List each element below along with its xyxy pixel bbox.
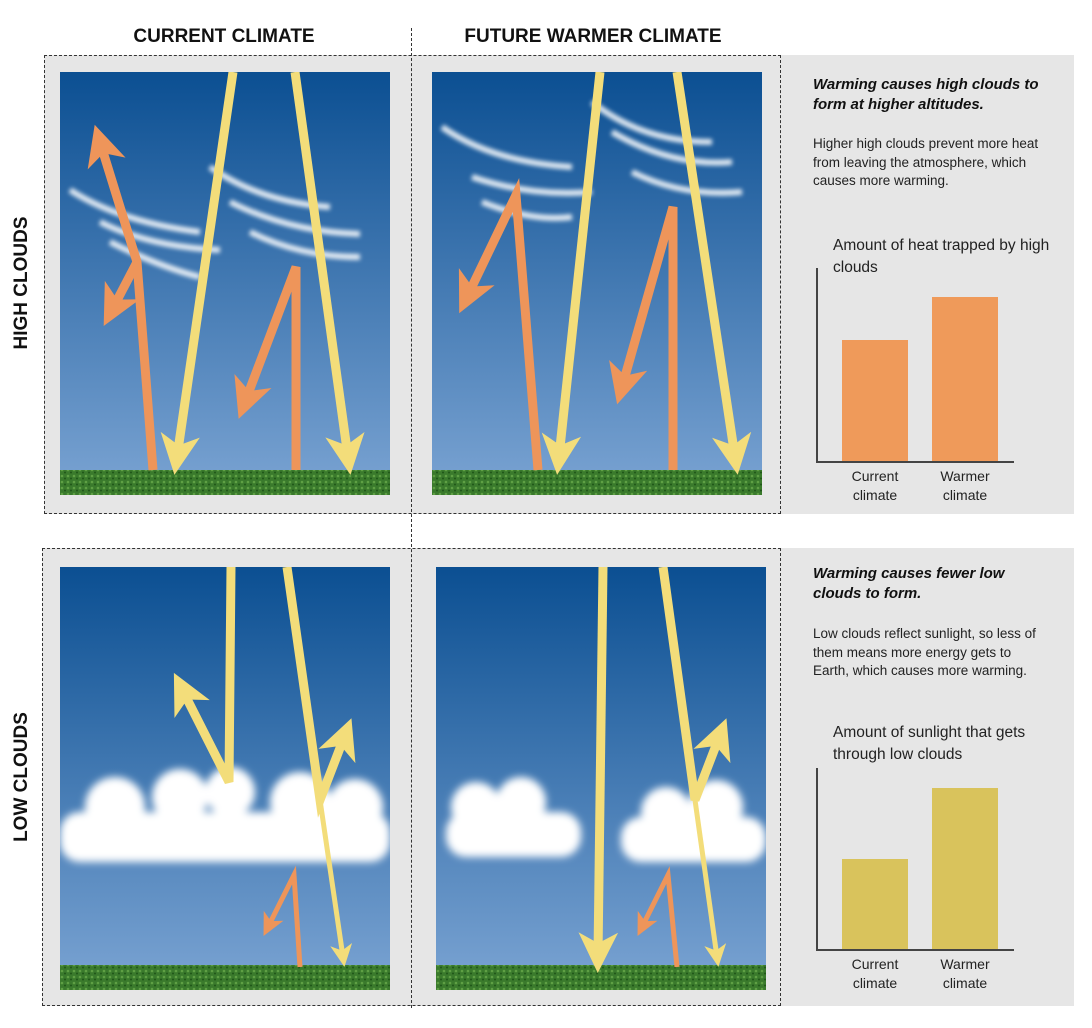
high-info-title: Warming causes high clouds to form at hi… bbox=[813, 76, 1039, 113]
heat-arrow bbox=[637, 866, 680, 968]
x-axis bbox=[816, 949, 1014, 951]
low-cumulus-cloud bbox=[446, 777, 766, 862]
bar-current-climate bbox=[842, 858, 908, 949]
high-clouds-info-panel: Warming causes high clouds to form at hi… bbox=[781, 55, 1074, 514]
high-cirrus-clouds bbox=[440, 99, 743, 221]
heat-arrow bbox=[263, 865, 303, 968]
low-info-title: Warming causes fewer low clouds to form. bbox=[813, 565, 1005, 602]
sunlight-arrow bbox=[160, 72, 365, 475]
sunlight-arrow bbox=[541, 72, 752, 475]
y-axis bbox=[816, 268, 818, 463]
high-clouds-future-scene bbox=[432, 72, 762, 495]
ground bbox=[60, 470, 390, 495]
heat-arrow bbox=[458, 178, 678, 471]
low-clouds-future-scene bbox=[436, 567, 766, 990]
ground bbox=[60, 965, 390, 990]
high-info-body: Higher high clouds prevent more heat fro… bbox=[813, 136, 1039, 188]
column-divider bbox=[411, 28, 412, 1008]
ground bbox=[436, 965, 766, 990]
tick-label-warmer: Warmer climate bbox=[940, 468, 990, 503]
bar-warmer-climate bbox=[932, 297, 998, 461]
high-chart-title: Amount of heat trapped by high clouds bbox=[833, 237, 1050, 276]
ground bbox=[432, 470, 762, 495]
column-header-future: FUTURE WARMER CLIMATE bbox=[464, 26, 722, 47]
bar-warmer-climate bbox=[932, 787, 998, 949]
tick-label-current: Current climate bbox=[851, 956, 899, 991]
y-axis bbox=[816, 768, 818, 951]
bar-current-climate bbox=[842, 340, 908, 461]
heat-arrow bbox=[87, 124, 301, 471]
tick-label-warmer: Warmer climate bbox=[940, 956, 990, 991]
high-clouds-current-scene bbox=[60, 72, 390, 495]
row-header-high: HIGH CLOUDS bbox=[11, 216, 32, 350]
sunlight-arrow bbox=[173, 567, 356, 967]
low-clouds-info-panel: Warming causes fewer low clouds to form.… bbox=[781, 548, 1074, 1006]
low-cumulus-cloud bbox=[60, 767, 390, 862]
tick-label-current: Current climate bbox=[851, 468, 899, 503]
row-header-low: LOW CLOUDS bbox=[11, 712, 32, 842]
low-chart-title: Amount of sunlight that gets through low… bbox=[833, 724, 1026, 763]
column-header-current: CURRENT CLIMATE bbox=[133, 26, 315, 47]
low-clouds-current-scene bbox=[60, 567, 390, 990]
x-axis bbox=[816, 461, 1014, 463]
low-info-body: Low clouds reflect sunlight, so less of … bbox=[813, 626, 1036, 678]
sunlight-arrow bbox=[578, 567, 731, 973]
